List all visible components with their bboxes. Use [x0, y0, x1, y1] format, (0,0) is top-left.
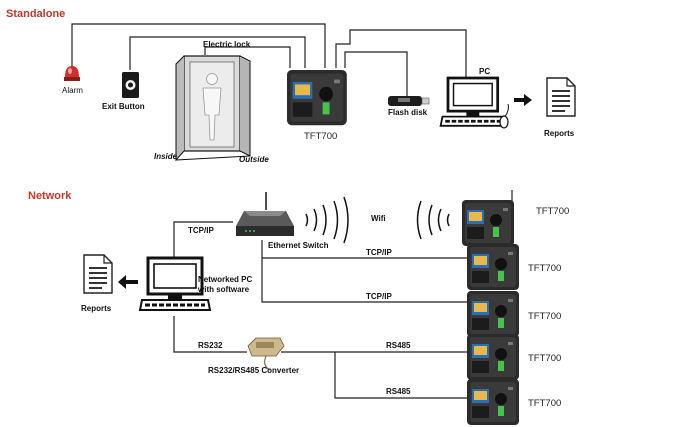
electric-lock-label: Electric lock	[203, 40, 251, 49]
device-label: TFT700	[528, 311, 562, 322]
link-label-rs232: RS232	[198, 341, 223, 350]
ethernet-switch-label: Ethernet Switch	[268, 241, 329, 250]
document-icon	[546, 77, 576, 117]
networked-pc-label: Networked PC	[198, 275, 253, 284]
device-label: TFT700	[528, 398, 562, 409]
link-label-rs485: RS485	[386, 387, 411, 396]
link-label-tcpip: TCP/IP	[366, 248, 392, 257]
pc-label: PC	[479, 67, 491, 76]
fingerprint-terminal-icon	[467, 244, 519, 290]
device-label: TFT700	[528, 353, 562, 364]
usb-flash-icon	[388, 96, 430, 106]
link-label-tcpip: TCP/IP	[366, 292, 392, 301]
device-label: TFT700	[304, 131, 338, 142]
document-icon	[83, 254, 113, 294]
alarm-icon	[64, 66, 80, 81]
device-label: TFT700	[528, 263, 562, 274]
flash-disk-label: Flash disk	[388, 108, 428, 117]
section-heading-standalone: Standalone	[6, 8, 66, 20]
exit-button-label: Exit Button	[102, 102, 145, 111]
arrow-right-icon	[514, 94, 532, 106]
router-icon	[236, 192, 294, 236]
device-label: TFT700	[536, 206, 570, 217]
reports-label: Reports	[544, 129, 575, 138]
reports-label: Reports	[81, 304, 112, 313]
inside-label: Inside	[154, 152, 178, 161]
person-icon	[202, 73, 222, 141]
fingerprint-terminal-icon	[462, 200, 514, 246]
link-label-rs485: RS485	[386, 341, 411, 350]
outside-label: Outside	[239, 155, 269, 164]
arrow-left-icon	[118, 275, 138, 289]
fingerprint-terminal-icon	[287, 70, 347, 126]
networked-pc-sublabel: with software	[198, 285, 250, 294]
computer-icon	[439, 76, 509, 129]
section-heading-network: Network	[28, 190, 72, 202]
serial-converter-icon	[247, 337, 285, 371]
computer-icon	[138, 256, 212, 312]
wifi-waves-icon	[305, 196, 450, 244]
alarm-label: Alarm	[62, 86, 83, 95]
fingerprint-terminal-icon	[467, 379, 519, 425]
fingerprint-terminal-icon	[467, 334, 519, 380]
wifi-label: Wifi	[371, 214, 386, 223]
exit-button-icon	[122, 72, 139, 98]
fingerprint-terminal-icon	[467, 291, 519, 337]
link-label-tcpip: TCP/IP	[188, 226, 214, 235]
converter-label: RS232/RS485 Converter	[208, 366, 300, 375]
